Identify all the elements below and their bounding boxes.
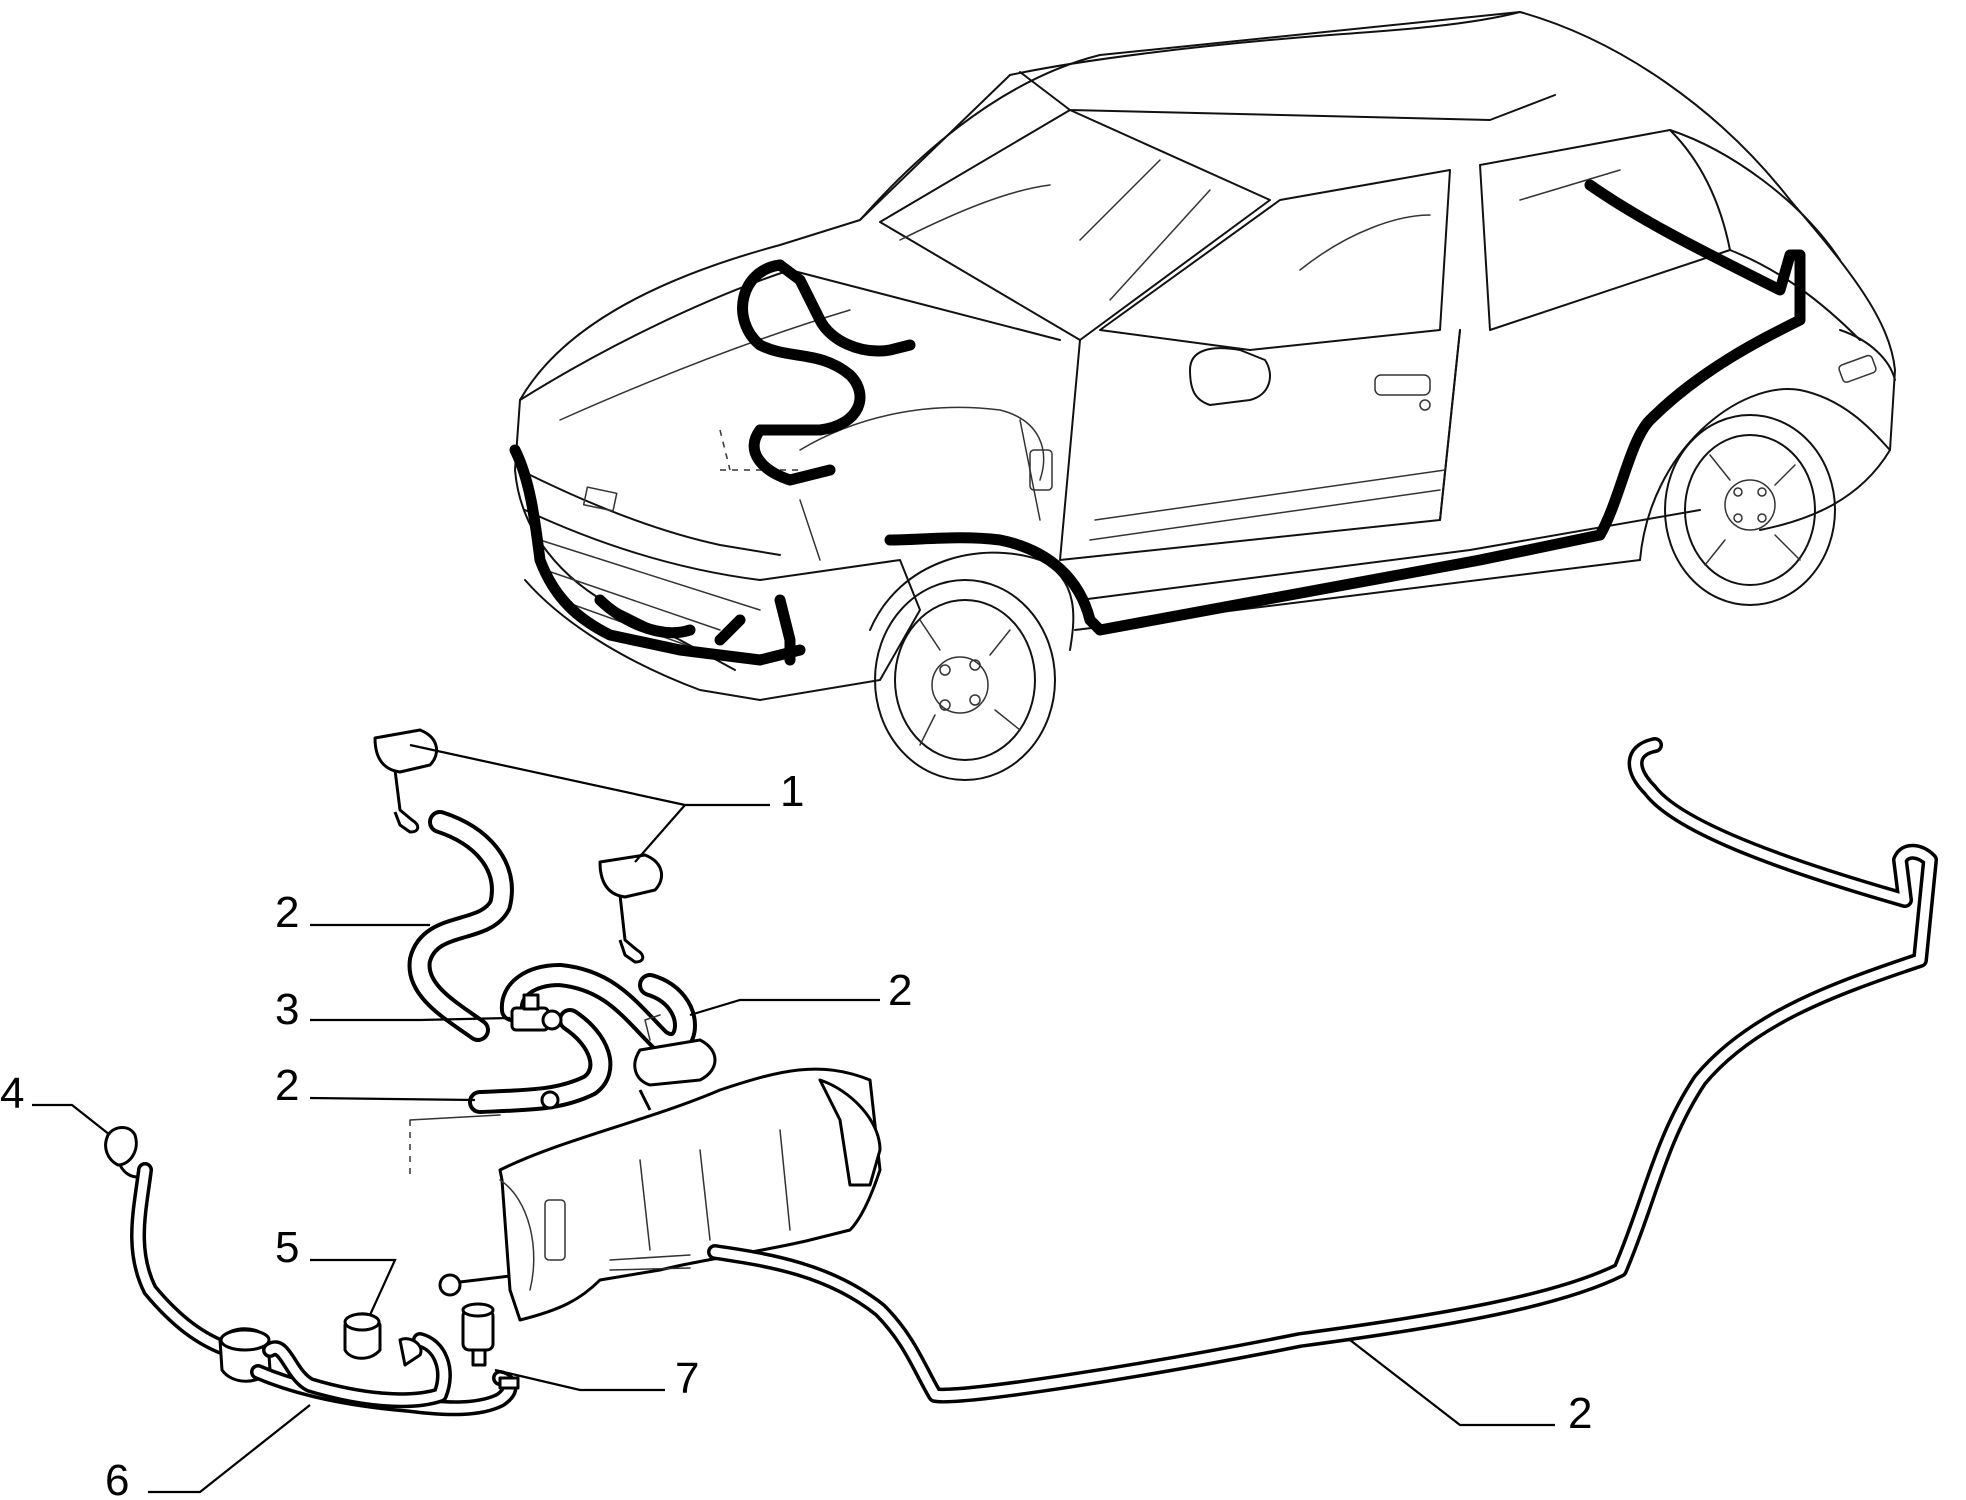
connector-bolt xyxy=(438,1273,511,1297)
washer-reservoir xyxy=(409,1014,882,1322)
car-illustration xyxy=(514,11,1896,781)
car-harness xyxy=(509,179,1806,666)
callout-7: 7 xyxy=(675,1354,699,1403)
callout-2-lower-left: 2 xyxy=(275,1061,299,1110)
callout-2-long-hose: 2 xyxy=(1568,1389,1592,1438)
callout-4: 4 xyxy=(0,1069,24,1118)
callout-1: 1 xyxy=(780,767,804,816)
callout-5: 5 xyxy=(275,1223,299,1272)
callout-3: 3 xyxy=(275,985,299,1034)
hose-lower-left xyxy=(468,1008,613,1114)
hose-left-vertical xyxy=(130,1162,238,1358)
check-valve xyxy=(104,1126,146,1179)
leader-lines xyxy=(32,743,1555,1494)
t-connector xyxy=(510,993,563,1032)
callout-2-upper-left: 2 xyxy=(275,888,299,937)
callouts: 1 2 2 3 2 4 5 7 2 6 xyxy=(0,767,1592,1500)
pump-part xyxy=(343,1312,423,1367)
hose-upper-left xyxy=(407,810,514,1042)
hose-mid-right xyxy=(499,963,697,1056)
callout-6: 6 xyxy=(105,1456,129,1500)
pump-filter xyxy=(461,1302,520,1390)
nozzle-upper xyxy=(373,728,439,834)
callout-2-mid-right: 2 xyxy=(888,966,912,1015)
hose-bottom-loop xyxy=(250,1332,518,1417)
hose-long xyxy=(707,737,1938,1404)
nozzle-lower xyxy=(598,853,664,964)
